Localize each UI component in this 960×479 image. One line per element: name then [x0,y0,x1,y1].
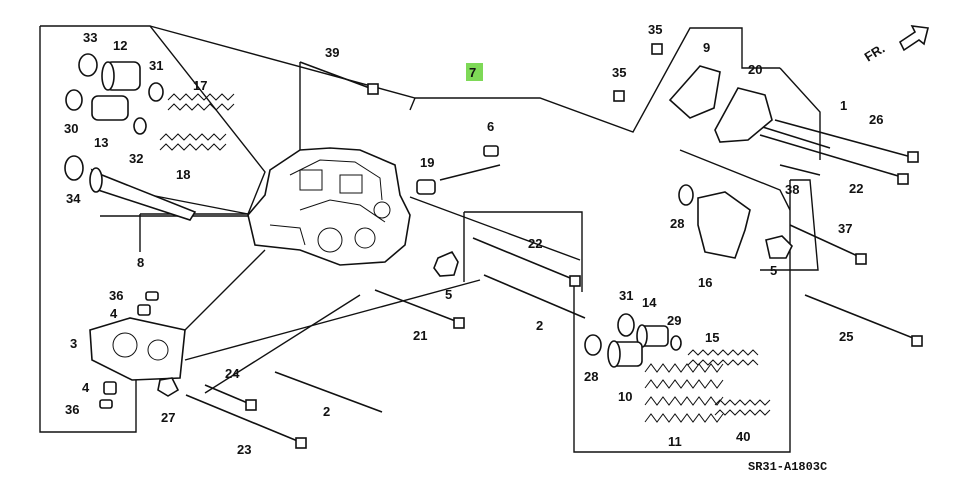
part-label: 39 [325,45,339,60]
part-label: 34 [66,191,81,206]
direction-label: FR. [862,41,888,65]
part-label: 38 [785,182,799,197]
part-label: 12 [113,38,127,53]
part-label: 6 [487,119,494,134]
part-label: 8 [137,255,144,270]
part-label: 11 [668,434,682,449]
part-label: 23 [237,442,251,457]
part-label: 2 [536,318,543,333]
part-label: 3 [70,336,77,351]
part-label: 4 [82,380,90,395]
part-label: 4 [110,306,118,321]
part-label: 26 [869,112,883,127]
part-label: 18 [176,167,190,182]
part-label: 29 [667,313,681,328]
part-label: 5 [770,263,777,278]
part-label: 31 [149,58,163,73]
part-label: 5 [445,287,452,302]
right-spool-group [584,313,771,423]
part-label: 40 [736,429,750,444]
part-label: 31 [619,288,633,303]
part-label: 2 [323,404,330,419]
part-label: 22 [849,181,863,196]
part-label: 16 [698,275,712,290]
part-labels: 33 12 31 17 30 13 32 18 34 8 39 7 6 19 3… [64,22,883,457]
left-spools [64,53,235,221]
part-label: 35 [648,22,662,37]
front-direction-arrow: FR. [862,25,929,65]
part-label: 22 [528,236,542,251]
part-label: 14 [642,295,657,310]
part-label: 17 [193,78,207,93]
valve-body [247,147,411,266]
part-label: 7 [469,65,476,80]
part-label: 1 [840,98,847,113]
part-7-highlight [466,63,483,81]
part-label: 13 [94,135,108,150]
small-parts [89,43,793,409]
part-label: 24 [225,366,240,381]
part-label: 28 [670,216,684,231]
part-label: 9 [703,40,710,55]
leader-lines [39,25,821,453]
part-label: 19 [420,155,434,170]
part-label: 33 [83,30,97,45]
part-label: 30 [64,121,78,136]
part-label: 21 [413,328,427,343]
bolts [185,61,923,449]
part-label: 36 [109,288,123,303]
diagram-part-code: SR31-A1803C [748,460,827,474]
part-label: 27 [161,410,175,425]
part-label: 37 [838,221,852,236]
part-label: 15 [705,330,719,345]
part-label: 35 [612,65,626,80]
part-label: 32 [129,151,143,166]
part-label: 28 [584,369,598,384]
part-label: 20 [748,62,762,77]
part-label: 36 [65,402,79,417]
part-label: 10 [618,389,632,404]
part-label: 25 [839,329,853,344]
